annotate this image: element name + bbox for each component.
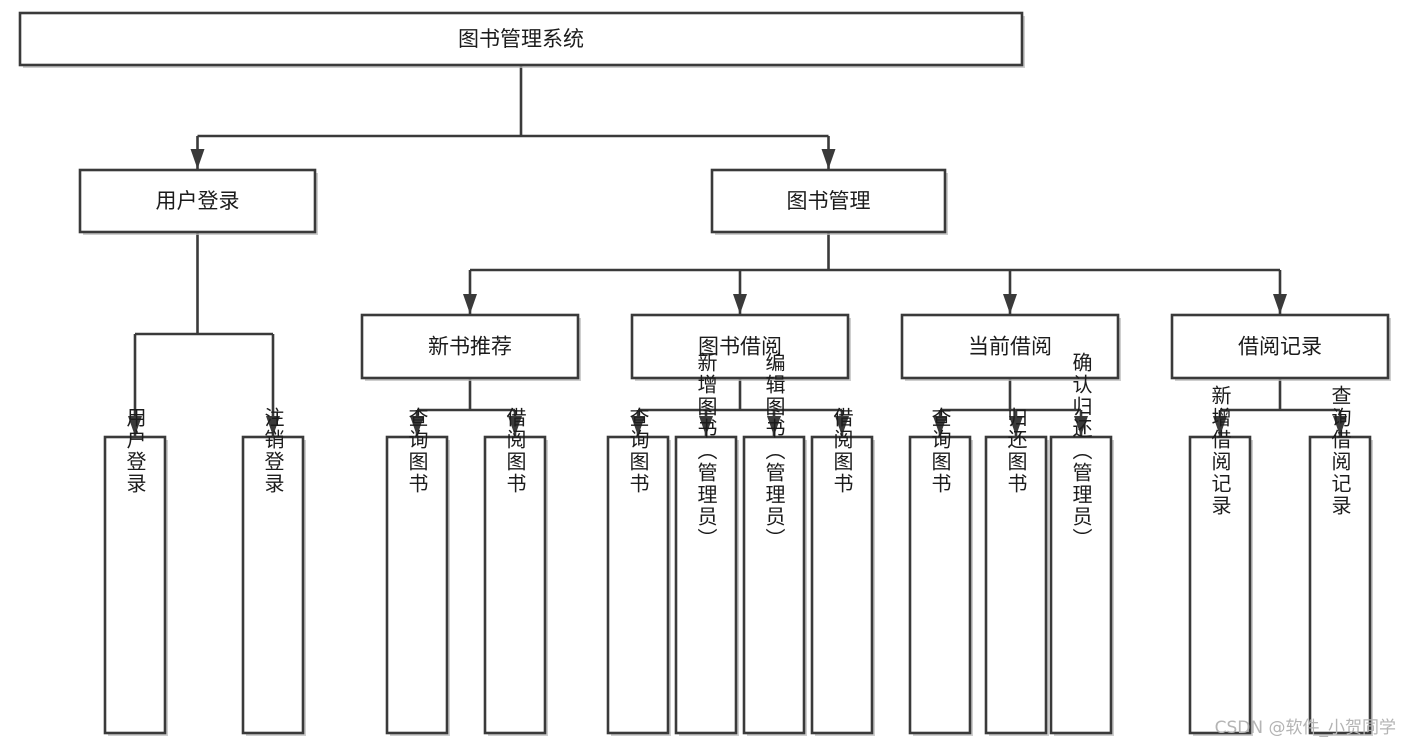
- level3-图书借阅-to-leaves-arrow-icon: [835, 416, 849, 436]
- node-box: [1049, 435, 1113, 735]
- node-level3-当前借阅[interactable]: 当前借阅: [900, 313, 1121, 381]
- node-label: 编辑图书（管理员）: [762, 352, 786, 550]
- node-label: 图书管理: [787, 189, 871, 213]
- node-box: [360, 313, 580, 380]
- level3-借阅记录-to-leaves-arrow-icon: [1213, 416, 1227, 436]
- node-label: 用户登录: [123, 407, 147, 495]
- node-label: 查询图书: [405, 407, 429, 495]
- node-label: 图书管理系统: [458, 27, 584, 51]
- node-label: 借阅图书: [503, 407, 527, 495]
- node-leaf-10[interactable]: 确认归还（管理员）: [1049, 352, 1114, 736]
- node-label: 查询图书: [626, 407, 650, 495]
- node-box: [742, 435, 806, 735]
- csdn-watermark: CSDN @软件_小贺同学: [1215, 718, 1396, 738]
- node-label: 借阅记录: [1238, 335, 1322, 359]
- node-box: [103, 435, 167, 735]
- node-label: 借阅图书: [830, 407, 854, 495]
- node-box: [674, 435, 738, 735]
- node-level2-用户登录[interactable]: 用户登录: [78, 168, 318, 235]
- node-label: 查询图书: [928, 407, 952, 495]
- node-leaf-12[interactable]: 查询借阅记录: [1308, 385, 1373, 736]
- node-level2-图书管理[interactable]: 图书管理: [710, 168, 948, 235]
- node-leaf-5[interactable]: 新增图书（管理员）: [674, 352, 739, 736]
- node-leaf-2[interactable]: 查询图书: [385, 407, 450, 736]
- node-box: [1188, 435, 1252, 735]
- node-leaf-4[interactable]: 查询图书: [606, 407, 671, 736]
- level3-图书借阅-to-leaves-arrow-icon: [699, 416, 713, 436]
- node-box: [1308, 435, 1372, 735]
- node-box: [606, 435, 670, 735]
- bookmgmt-to-level3-arrow-icon: [1273, 294, 1287, 314]
- userlogin-to-leaves-arrow-icon: [128, 416, 142, 436]
- node-leaf-3[interactable]: 借阅图书: [483, 407, 548, 736]
- level3-图书借阅-to-leaves-arrow-icon: [767, 416, 781, 436]
- userlogin-to-leaves-arrow-icon: [266, 416, 280, 436]
- node-root-图书管理系统[interactable]: 图书管理系统: [18, 11, 1025, 68]
- node-label: 注销登录: [261, 407, 285, 495]
- connectors-layer: [128, 65, 1347, 436]
- node-label: 当前借阅: [968, 335, 1052, 359]
- node-box: [385, 435, 449, 735]
- level3-当前借阅-to-leaves-arrow-icon: [1074, 416, 1088, 436]
- nodes-layer: 图书管理系统用户登录图书管理新书推荐图书借阅当前借阅借阅记录用户登录注销登录查询…: [18, 11, 1391, 736]
- node-leaf-1[interactable]: 注销登录: [241, 407, 306, 736]
- node-box: [1170, 313, 1390, 380]
- level3-新书推荐-to-leaves-arrow-icon: [410, 416, 424, 436]
- bookmgmt-to-level3-arrow-icon: [463, 294, 477, 314]
- node-leaf-9[interactable]: 归还图书: [984, 407, 1049, 736]
- node-label: 查询借阅记录: [1328, 385, 1352, 517]
- level3-新书推荐-to-leaves-arrow-icon: [508, 416, 522, 436]
- node-level3-新书推荐[interactable]: 新书推荐: [360, 313, 581, 381]
- level3-借阅记录-to-leaves-arrow-icon: [1333, 416, 1347, 436]
- node-leaf-11[interactable]: 新增借阅记录: [1188, 385, 1253, 736]
- node-box: [483, 435, 547, 735]
- root-to-level2-arrow-icon: [190, 149, 205, 169]
- node-box: [18, 11, 1024, 67]
- bookmgmt-to-level3-arrow-icon: [733, 294, 747, 314]
- level3-当前借阅-to-leaves-arrow-icon: [1009, 416, 1023, 436]
- node-level3-图书借阅[interactable]: 图书借阅: [630, 313, 851, 381]
- node-box: [908, 435, 972, 735]
- node-level3-借阅记录[interactable]: 借阅记录: [1170, 313, 1391, 381]
- node-label: 归还图书: [1004, 407, 1028, 495]
- node-label: 新增图书（管理员）: [694, 352, 718, 550]
- node-box: [810, 435, 874, 735]
- node-label: 确认归还（管理员）: [1069, 352, 1093, 550]
- node-box: [630, 313, 850, 380]
- node-box: [241, 435, 305, 735]
- root-to-level2-arrow-icon: [821, 149, 836, 169]
- node-label: 新书推荐: [428, 335, 512, 359]
- node-box: [710, 168, 947, 234]
- level3-当前借阅-to-leaves-arrow-icon: [933, 416, 947, 436]
- node-box: [78, 168, 317, 234]
- bookmgmt-to-level3-arrow-icon: [1003, 294, 1017, 314]
- node-label: 用户登录: [156, 189, 240, 213]
- node-label: 新增借阅记录: [1208, 385, 1232, 517]
- node-label: 图书借阅: [698, 335, 782, 359]
- node-leaf-6[interactable]: 编辑图书（管理员）: [742, 352, 807, 736]
- node-leaf-8[interactable]: 查询图书: [908, 407, 973, 736]
- node-leaf-0[interactable]: 用户登录: [103, 407, 168, 736]
- node-box: [984, 435, 1048, 735]
- level3-图书借阅-to-leaves-arrow-icon: [631, 416, 645, 436]
- node-leaf-7[interactable]: 借阅图书: [810, 407, 875, 736]
- node-box: [900, 313, 1120, 380]
